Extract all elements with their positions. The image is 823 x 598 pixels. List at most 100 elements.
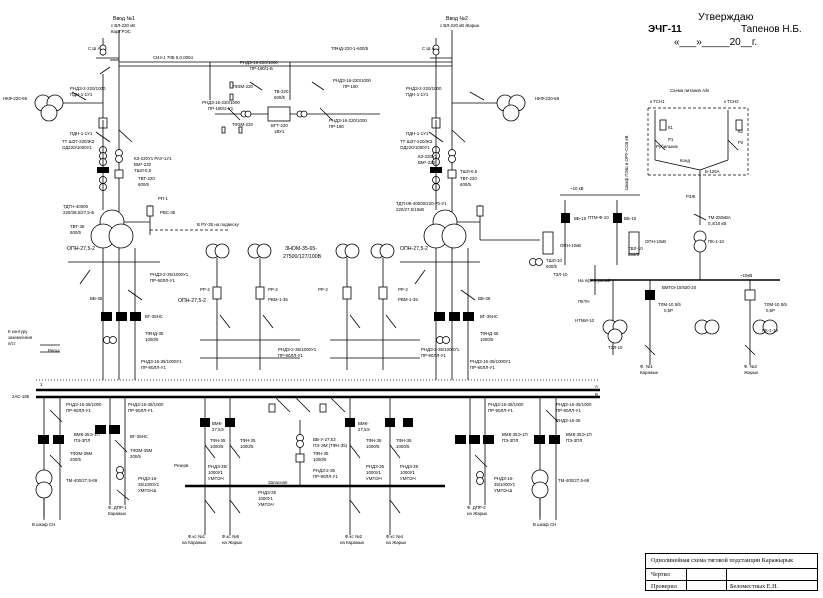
tfnd-r2-label: 1000/5 xyxy=(480,337,494,342)
fks1-label: Ф.кс №1 xyxy=(188,534,206,539)
vv35-r-label: ВВ-35 xyxy=(478,296,491,301)
tt-r-label: ТТ ШЗ7-220/ЖЗ xyxy=(400,139,433,144)
p3j-label: Р3Ж xyxy=(686,194,695,199)
feeder-right-sn xyxy=(531,397,560,520)
tvl10-label: ТВЛ-10 xyxy=(628,246,643,251)
tvt-r-label: ТВТ-220 xyxy=(460,176,477,181)
stamp-checker-name: Беломестных Е.Н. xyxy=(730,583,779,590)
tvt-l4-label: 600/5 xyxy=(70,230,82,235)
rndz-c2-label: ПР-90ЛЛ-У1 xyxy=(313,474,338,479)
tm-aux2-label: 0,4/10 кВ xyxy=(708,221,726,226)
stamp-caption: Однолинейная схема тяговой подстанции Ка… xyxy=(651,557,794,564)
rubil-label: Рубильник xyxy=(656,144,678,149)
vmk-l2-label: ПЭ-3ПЛ xyxy=(74,438,90,443)
feeder-left-dpr xyxy=(95,397,130,505)
fks2-label: Ф.кс №2 xyxy=(345,534,363,539)
p1-label: Р1 xyxy=(668,137,674,142)
title-stamp: Однолинейная схема тяговой подстанции Ка… xyxy=(645,553,818,591)
nkf-left xyxy=(34,91,103,122)
rndz-m10-label: РНДЗ-35 xyxy=(400,464,419,469)
approver-name: Тапенов Н.Б. xyxy=(741,24,802,35)
vmk-a2-label: 27,5Э xyxy=(212,427,224,432)
dpr-l2-label: Каражык xyxy=(108,511,126,516)
vb10-r-label: ВБ-10 xyxy=(624,216,637,221)
k3-r-label: КЗ-220У1 xyxy=(418,154,438,159)
aux-scheme xyxy=(647,107,749,280)
stamp-checked-row: Проверил Беломестных Е.Н. xyxy=(646,580,817,591)
meter-label: СИ4-1 70Б 5,0,0064 xyxy=(153,55,194,60)
aux-10kv xyxy=(529,194,780,365)
rndz-f5-label: РНДЗ-16-35/1000У1 xyxy=(470,359,511,364)
tzl-label: ТЗЛ-10 xyxy=(553,272,568,277)
fks2b-label: на Каражык xyxy=(340,540,364,545)
opn-l-label: ОПН-27,5-2 xyxy=(67,246,95,252)
relay-label: Б-125А xyxy=(705,169,720,174)
vmk-e2-label: ПЭ-3ПЛ xyxy=(566,438,582,443)
fks5b-label: на Жарык xyxy=(222,540,242,545)
kv10-b-label: ~10кВ xyxy=(740,273,752,278)
stamp-checked-label: Проверил xyxy=(651,583,677,590)
tfzm-r-label: ТФЗМ-35М xyxy=(130,448,153,453)
bus-letter-a: А xyxy=(595,384,598,389)
bus-a-label: 2АС-185 xyxy=(12,394,30,399)
vmp-label: ВМПЭ-10/630-20 xyxy=(662,285,697,290)
tlm-l2-label: 0,5Р xyxy=(664,308,673,313)
p2-label: Р2 xyxy=(738,140,744,145)
rndz-f2-label: РНДЗ-16-35/1000У1 xyxy=(141,359,182,364)
feeder-right-dpr xyxy=(455,397,494,505)
rp2d-label: РР-2 xyxy=(398,287,408,292)
labels: Ввод №1 с ВЛ-220 кВ Кар'ГРЭС Ввод №2 с В… xyxy=(3,16,787,545)
tfn-b-label: ТФН-35 xyxy=(240,438,256,443)
tsn2-label: к ТСН2 xyxy=(724,99,739,104)
mv-right xyxy=(400,248,480,380)
rndz-m4-label: РНДЗ-35 xyxy=(258,490,277,495)
rndz-f4-label: РНДЗ-2-35/1000У1 xyxy=(421,347,460,352)
vmk-b2-label: 27,5Э xyxy=(358,427,370,432)
vmk-r2-label: ПЭ-3ПЛ xyxy=(502,438,518,443)
od-r-label: ОД220/1000У1 xyxy=(400,145,430,150)
vmk-a-label: ВМК- xyxy=(212,421,223,426)
vmk-b-label: ВМК- xyxy=(358,421,369,426)
nkf-right-label: НКФ-220-58 xyxy=(535,96,560,101)
approval-block: Утверждаю ЭЧГ-11 Тапенов Н.Б. «___»_____… xyxy=(646,10,811,50)
opn-mid-label: ОПН-27,5-2 xyxy=(178,298,206,304)
rp2c-label: РР-2 xyxy=(318,287,328,292)
opn-r-label: ОПН-27,5-2 xyxy=(400,246,428,252)
tdtn-left-label: ТДТН-40000 xyxy=(63,204,89,209)
znom-group xyxy=(200,243,420,370)
f2b-label: Жарык xyxy=(744,370,758,375)
opn10-r-label: ОПН-10кВ xyxy=(645,239,666,244)
na-reserve-label: На п/резервный xyxy=(578,278,611,283)
tfzm-2-label: ТФЗМ-220 xyxy=(232,122,254,127)
tm-r-label: ТМ-400/27,5-69 xyxy=(558,478,590,483)
tfn-mid-label: ТФН-35 xyxy=(313,451,329,456)
rvm-label: РВМ-1-35 xyxy=(268,297,288,302)
feeders-middle xyxy=(200,397,413,535)
ground-label: К контуру xyxy=(8,329,28,334)
rndz-d3b-label: 35/1000У1 xyxy=(494,482,516,487)
tm-aux-label: ТМ-250кВА xyxy=(708,215,731,220)
rndz-m9-label: УМПЭЧ xyxy=(366,476,382,481)
pdn-l-label: ПДН-1-1У1 xyxy=(70,92,93,97)
vv35-l-label: ВВ-35 xyxy=(90,296,103,301)
stamp-drew-row: Чертил xyxy=(646,568,817,580)
fks4b-label: на Жарык xyxy=(386,540,406,545)
tvt-l3-label: ТВТ-35 xyxy=(70,224,85,229)
rndz-m12-label: УМПЭЧ xyxy=(400,476,416,481)
rvs-label: РВС-35 xyxy=(160,210,176,215)
pr-f5-label: ПР-90ЛЛ-У1 xyxy=(470,365,495,370)
pk-label: ПК-1-10 xyxy=(708,239,725,244)
tt-l-label: ТТ ШЗ7-220/ЖЗ xyxy=(62,139,95,144)
tfn-a2-label: 1000/5 xyxy=(210,444,224,449)
pdn-r2-label: ПДН-1-1У1 xyxy=(406,131,429,136)
rp2-label: РР-2 xyxy=(200,287,210,292)
tvl10-2-label: 800/5 xyxy=(628,252,640,257)
tb-ratio-label: 600/5 xyxy=(274,95,286,100)
rndz-m6-label: УМПЭЧ xyxy=(258,502,274,507)
tdtn-right-v-label: 220/27,5/10кВ xyxy=(396,207,424,212)
dpr-r-label: Ф. ДПР-2 xyxy=(467,505,486,510)
hv-bridge xyxy=(119,61,452,134)
rndz-l-label: РНДЗ-2-220/1000 xyxy=(70,86,106,91)
stamp-drew-label: Чертил xyxy=(651,571,670,578)
